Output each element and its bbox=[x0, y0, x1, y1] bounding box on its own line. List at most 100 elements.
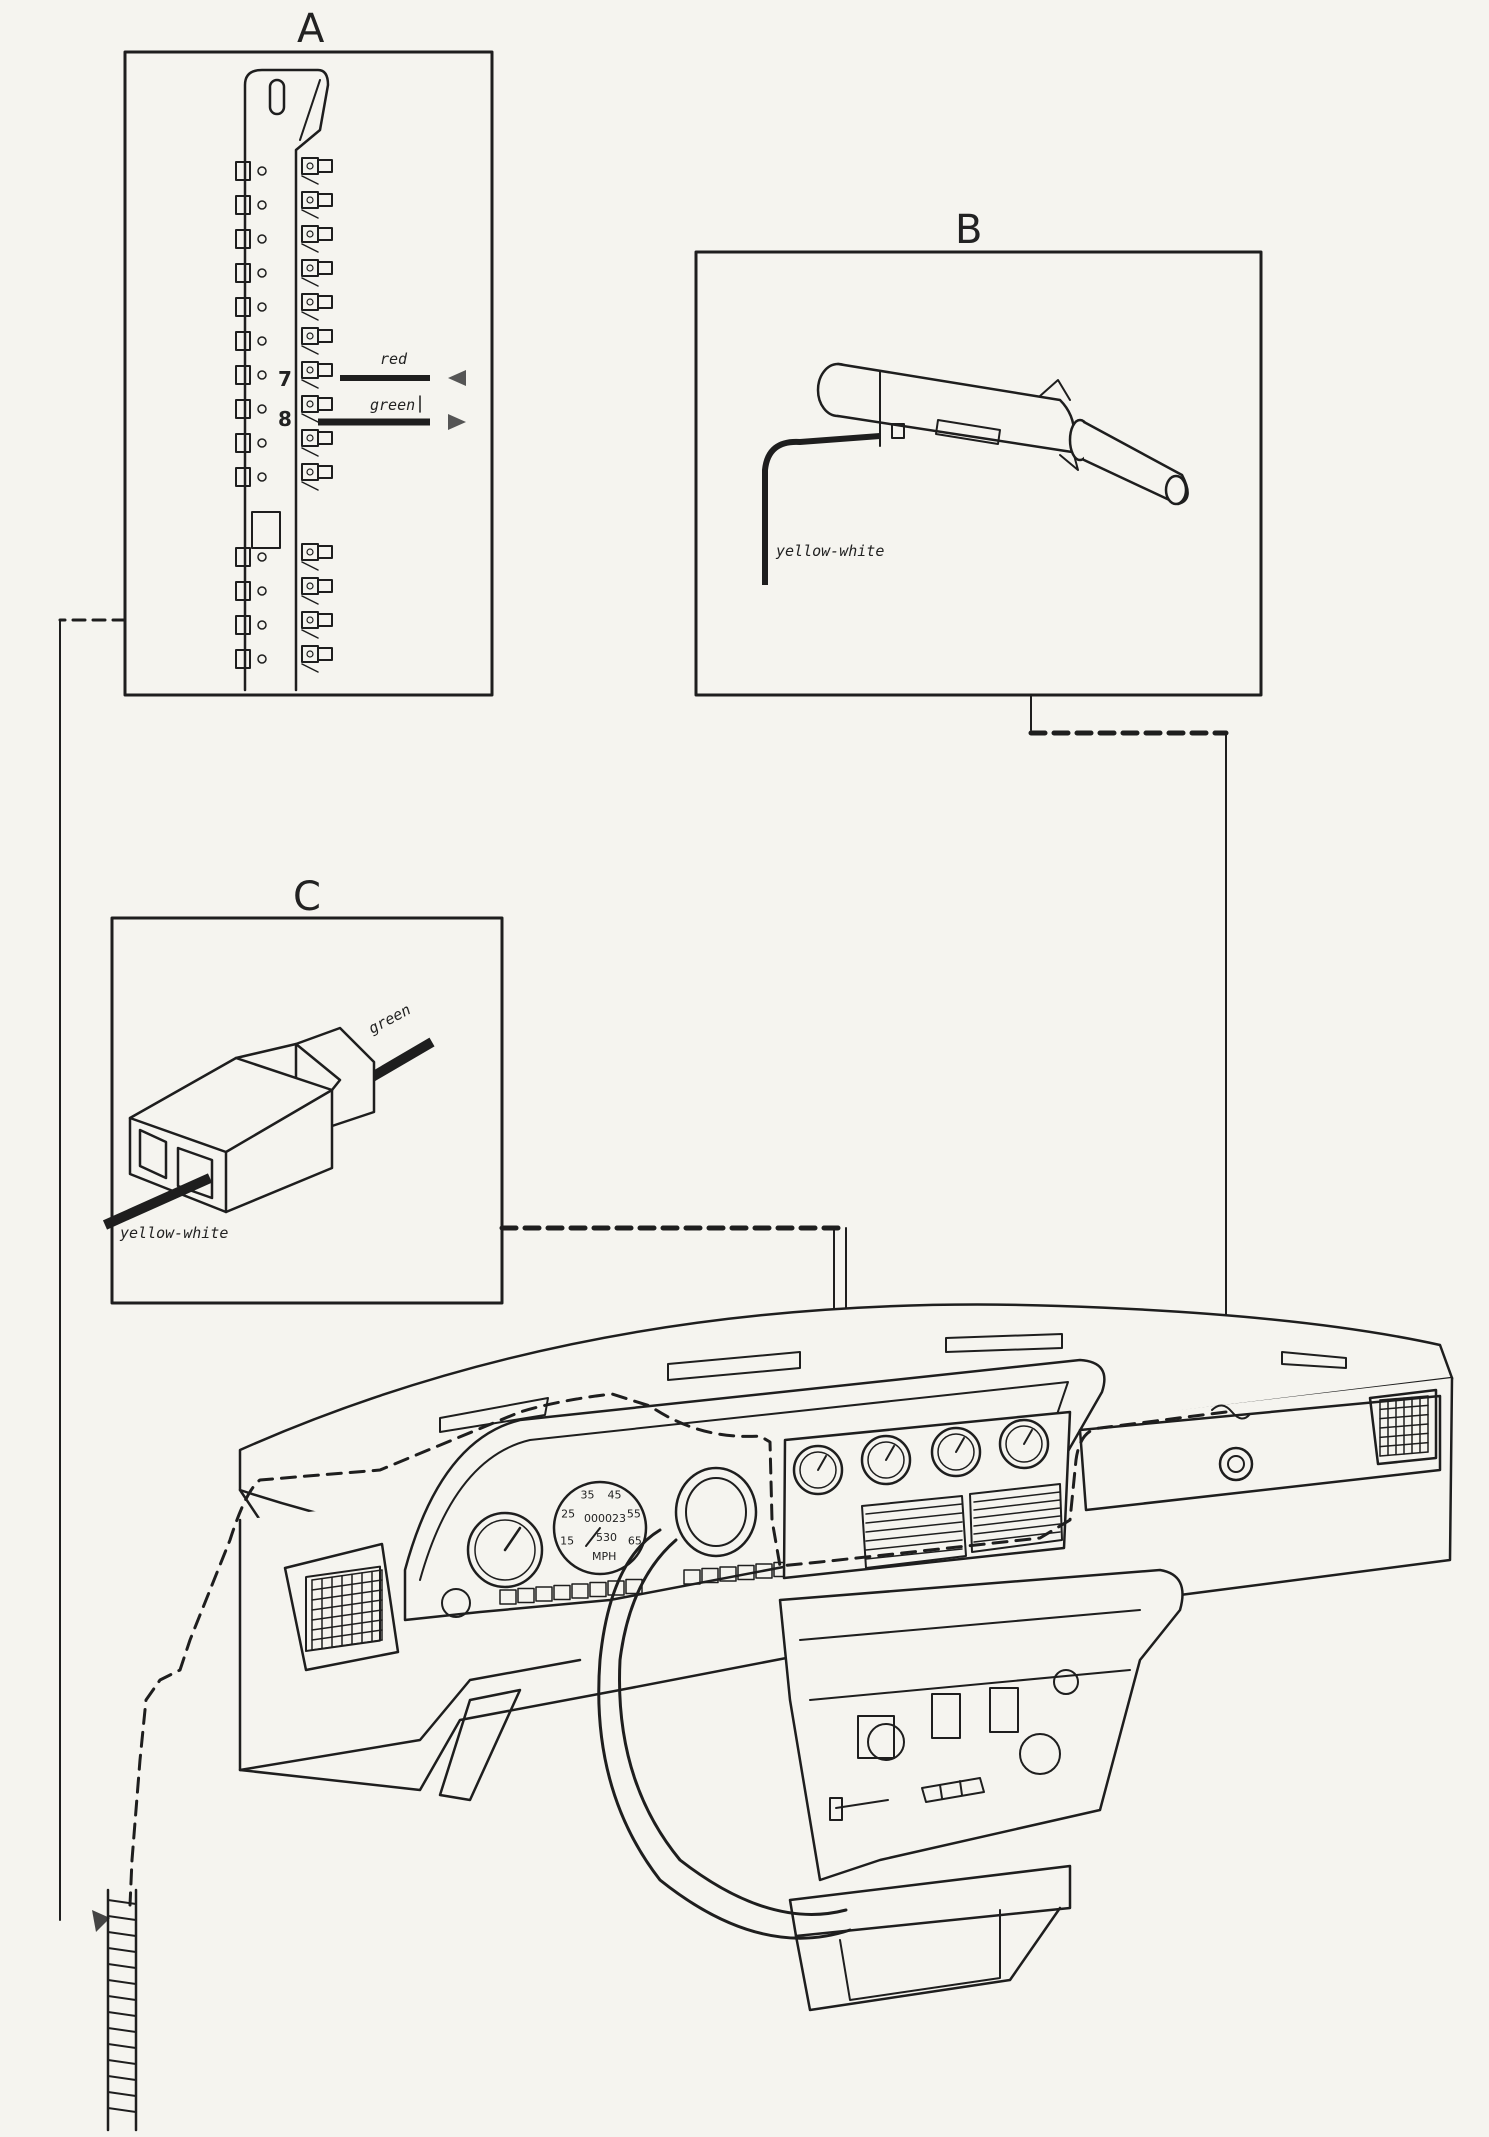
warning-light bbox=[589, 1581, 607, 1598]
terminal-pair bbox=[235, 611, 333, 639]
glovebox bbox=[1078, 1394, 1442, 1512]
panel-c: C green yellow-white bbox=[102, 874, 504, 1305]
panel-a-letter: A bbox=[297, 6, 325, 52]
vent-grille bbox=[1379, 1395, 1429, 1457]
glovebox-switch-icon bbox=[1211, 1404, 1251, 1420]
steering-wheel bbox=[597, 1466, 852, 1940]
fuse-rung bbox=[107, 1963, 137, 1969]
speedometer-tick-label: 25 bbox=[561, 1507, 575, 1520]
terminal-pair bbox=[235, 259, 333, 287]
fuse-rung bbox=[107, 1899, 137, 1905]
terminal-pair bbox=[235, 157, 333, 185]
fuse-rung bbox=[107, 1979, 137, 1985]
panel-c-yellow-white-label: yellow-white bbox=[119, 1224, 228, 1242]
arrow-out-icon bbox=[448, 414, 466, 430]
fuse-rung bbox=[107, 2043, 137, 2049]
fuse-strip-end bbox=[106, 1888, 138, 2132]
terminal-pair bbox=[235, 225, 333, 253]
pin-8-label: 8 bbox=[278, 407, 292, 431]
glovebox-lock bbox=[1218, 1446, 1254, 1482]
terminal-pair bbox=[235, 577, 333, 605]
green-wire-label: green bbox=[370, 396, 415, 414]
warning-light bbox=[553, 1584, 571, 1601]
plug-connector-icon bbox=[102, 1026, 435, 1230]
left-air-vent bbox=[283, 1542, 400, 1672]
panel-c-frame bbox=[110, 916, 504, 1305]
rocker-switch bbox=[989, 1687, 1019, 1733]
fuse-rung bbox=[107, 1995, 137, 2001]
speedometer-tick-label: 15 bbox=[560, 1534, 574, 1547]
heater-knob bbox=[1019, 1733, 1061, 1775]
panel-b-wire-label: yellow-white bbox=[775, 542, 884, 560]
speedometer-gauge: 15 25 35 45 55 65 000023 530 MPH bbox=[552, 1480, 648, 1576]
strip-slot bbox=[268, 78, 286, 116]
warning-light bbox=[517, 1587, 535, 1604]
terminal-pair bbox=[235, 191, 333, 219]
terminal-pair bbox=[235, 361, 333, 389]
warning-light bbox=[625, 1578, 643, 1595]
warning-light bbox=[719, 1566, 737, 1582]
aux-gauge bbox=[930, 1426, 982, 1478]
right-air-vent bbox=[1368, 1388, 1438, 1466]
terminal-row-group bbox=[235, 157, 333, 673]
fuse-rung bbox=[107, 1915, 137, 1921]
clock-knob bbox=[441, 1588, 471, 1618]
speedometer-tick-label: 45 bbox=[607, 1489, 621, 1502]
rocker-switch bbox=[931, 1693, 961, 1739]
ashtray-knob bbox=[867, 1723, 905, 1761]
terminal-pair bbox=[235, 327, 333, 355]
fuse-rung bbox=[107, 2027, 137, 2033]
door-switch-icon bbox=[816, 362, 1189, 506]
console-knob bbox=[1053, 1669, 1079, 1695]
arrow-a-icon bbox=[92, 1910, 110, 1932]
panel-b-frame bbox=[694, 250, 1263, 697]
warning-light bbox=[499, 1589, 517, 1605]
warning-light bbox=[535, 1586, 553, 1602]
centre-air-vents bbox=[861, 1483, 1063, 1569]
centre-console bbox=[778, 1568, 1184, 2012]
aux-gauge bbox=[998, 1418, 1050, 1470]
connector-strip bbox=[235, 68, 333, 692]
fuse-rung bbox=[107, 2011, 137, 2017]
vent-grille bbox=[311, 1569, 383, 1651]
warning-light bbox=[571, 1583, 589, 1599]
pin-7-label: 7 bbox=[278, 367, 292, 391]
panel-c-letter: C bbox=[293, 874, 321, 920]
panel-a: A 7 8 red green bbox=[123, 6, 494, 697]
fuse-rung bbox=[107, 2107, 137, 2113]
heater-lever bbox=[829, 1797, 843, 1821]
fuse-rung bbox=[107, 2091, 137, 2097]
warning-light bbox=[607, 1580, 625, 1596]
panel-b-letter: B bbox=[955, 207, 982, 253]
arrow-in-icon bbox=[448, 370, 466, 386]
dashboard-illustration: 15 25 35 45 55 65 000023 530 MPH bbox=[128, 1303, 1454, 2012]
speedometer-tick-label: 55 bbox=[627, 1507, 641, 1520]
red-wire-label: red bbox=[380, 350, 408, 368]
tachometer-gauge bbox=[466, 1511, 544, 1589]
fuse-rung bbox=[107, 2075, 137, 2081]
fuse-rung bbox=[107, 1931, 137, 1937]
panel-c-green-label: green bbox=[365, 1000, 413, 1037]
strip-clip bbox=[251, 511, 281, 549]
speed-unit: MPH bbox=[592, 1550, 616, 1563]
warning-light bbox=[683, 1569, 701, 1585]
fuse-rung bbox=[107, 2059, 137, 2065]
aux-gauge bbox=[860, 1434, 912, 1486]
terminal-pair bbox=[235, 543, 333, 571]
speedometer-tick-label: 65 bbox=[628, 1534, 642, 1547]
odometer-readout: 000023 bbox=[584, 1512, 626, 1525]
terminal-pair bbox=[235, 293, 333, 321]
yellow-white-wire bbox=[762, 433, 881, 585]
trip-readout: 530 bbox=[596, 1531, 617, 1544]
warning-light bbox=[701, 1567, 719, 1584]
terminal-pair bbox=[235, 463, 333, 491]
aux-gauge bbox=[792, 1444, 844, 1496]
panel-b: B yellow-white bbox=[694, 207, 1263, 697]
speedometer-tick-label: 35 bbox=[581, 1489, 595, 1502]
terminal-pair bbox=[235, 429, 333, 457]
terminal-pair bbox=[235, 395, 333, 423]
terminal-pair bbox=[235, 645, 333, 673]
panel-a-frame bbox=[123, 50, 494, 697]
